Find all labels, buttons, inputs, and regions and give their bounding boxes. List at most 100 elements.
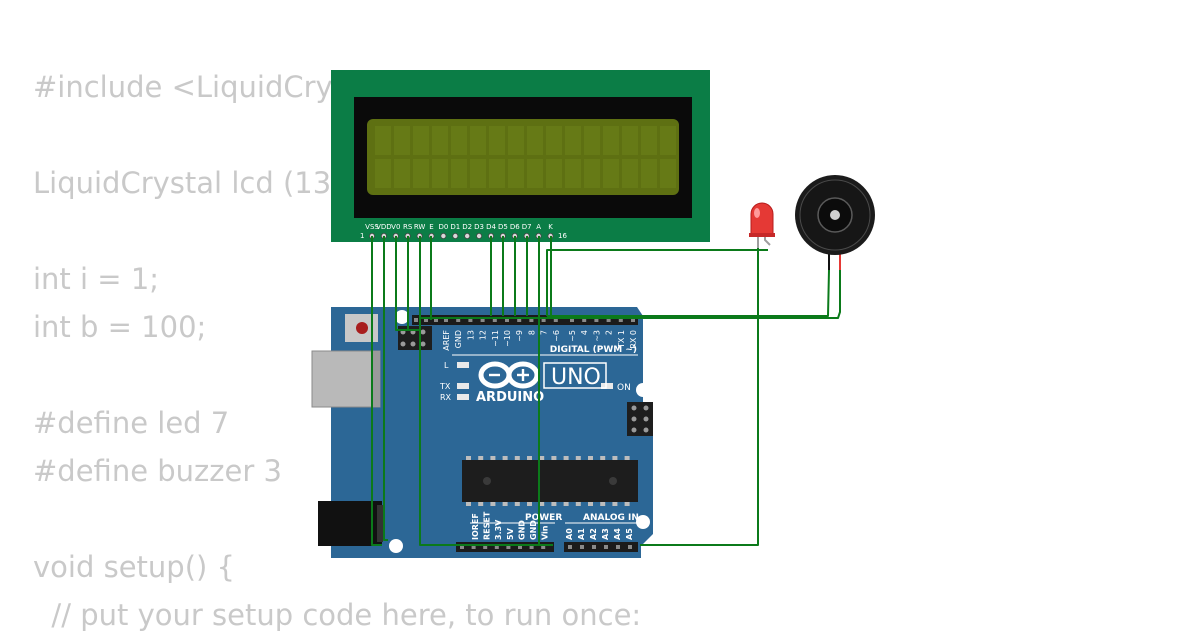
digital-pin-hole: [582, 318, 587, 322]
digital-pin-label: ~10: [503, 330, 512, 347]
lcd-cell: [565, 159, 581, 188]
digital-pin-hole: [606, 318, 611, 322]
digital-pin-hole: [444, 318, 448, 322]
lcd-cell: [394, 159, 410, 188]
digital-pin-hole: [594, 318, 599, 322]
wire: [383, 236, 388, 541]
lcd-cell: [413, 159, 429, 188]
lcd-pin-label: D2: [462, 223, 472, 231]
lcd-pin-label: E: [429, 223, 433, 231]
lcd-pin-first-label: 1: [360, 232, 364, 240]
lcd-cell: [432, 159, 448, 188]
analog-pin-label: A2: [589, 528, 598, 540]
mount-hole: [395, 310, 409, 324]
digital-pin-label: ~6: [552, 330, 561, 342]
code-line: #define buzzer 3: [33, 454, 282, 488]
lcd-cell: [584, 126, 600, 155]
digital-pin-label: ~3: [592, 330, 601, 342]
lcd-pin-label: D4: [486, 223, 496, 231]
lcd-pin-label: RW: [414, 223, 426, 231]
analog-pin-label: A3: [601, 528, 610, 540]
lcd-pin-label: VSS: [365, 223, 379, 231]
analog-pin-label: A4: [613, 528, 622, 540]
digital-pin-label: 2: [605, 330, 614, 335]
code-line: // put your setup code here, to run once…: [33, 598, 642, 632]
lcd-cell: [565, 126, 581, 155]
digital-pin-hole: [541, 318, 546, 322]
red-led[interactable]: [749, 202, 775, 248]
digital-pin-hole: [456, 318, 461, 322]
rx-led: [457, 394, 469, 400]
lcd-cell: [622, 159, 638, 188]
lcd-cell: [546, 159, 562, 188]
wire: [547, 269, 830, 317]
wire: [419, 236, 553, 546]
analog-header: [564, 542, 638, 552]
digital-pin-label: 7: [540, 330, 549, 335]
code-line: void setup() {: [33, 550, 235, 584]
lcd-pin-label: RS: [403, 223, 413, 231]
analog-pin-label: A5: [625, 528, 634, 540]
lcd-cell: [375, 159, 391, 188]
lcd-pin-label: D6: [510, 223, 520, 231]
digital-pin-label: 13: [466, 330, 475, 340]
usb-connector: [311, 350, 381, 408]
mount-hole: [389, 539, 403, 553]
lcd-cell: [451, 126, 467, 155]
lcd-pin-label: D5: [498, 223, 508, 231]
lcd-cell: [432, 126, 448, 155]
digital-pin-hole: [492, 318, 497, 322]
lcd-cell: [489, 159, 505, 188]
on-led: [601, 383, 613, 389]
power-pin-label: 3.3V: [494, 519, 503, 540]
rx-led-label: RX: [440, 393, 452, 402]
lcd-cell: [375, 126, 391, 155]
lcd-cell: [489, 126, 505, 155]
lcd-pin-label: K: [548, 223, 553, 231]
wire: [371, 236, 382, 546]
wire: [420, 270, 841, 319]
digital-pin-hole: [480, 318, 485, 322]
lcd-pin: [476, 232, 483, 239]
wire: [395, 236, 420, 331]
tx-led: [457, 383, 469, 389]
lcd-pin-label: VDD: [376, 223, 392, 231]
lcd-cell: [508, 126, 524, 155]
digital-header: [412, 315, 638, 325]
digital-pin-hole: [529, 318, 534, 322]
digital-pin-label: ~11: [491, 330, 500, 347]
power-pin-label: 5V: [506, 527, 515, 540]
lcd-cell: [546, 126, 562, 155]
lcd-cell: [603, 126, 619, 155]
code-line: #define led 7: [33, 406, 230, 440]
power-pin-label: GND: [529, 520, 538, 540]
atmega-chip: [462, 460, 638, 502]
digital-pin-label: 8: [527, 330, 536, 335]
power-pin-label: RESET: [483, 511, 492, 540]
lcd-cell: [451, 159, 467, 188]
piezo-buzzer[interactable]: [795, 175, 875, 270]
lcd-character-cells: [375, 126, 676, 188]
digital-pin-label: ~5: [568, 330, 577, 342]
tx-led-label: TX: [439, 382, 451, 391]
lcd-pin-label: D0: [438, 223, 448, 231]
digital-pin-hole: [570, 318, 574, 322]
power-pin-label: IOREF: [471, 513, 480, 540]
on-led-label: ON: [617, 383, 631, 393]
analog-pin-label: A0: [565, 528, 574, 540]
wire: [546, 249, 768, 316]
lcd-cell: [660, 126, 676, 155]
arduino-brand: ARDUINO: [476, 390, 544, 405]
lcd-cell: [641, 126, 657, 155]
lcd-pin-label: A: [536, 223, 541, 231]
arduino-logo-icon: [478, 361, 540, 389]
digital-pin-label: AREF: [442, 330, 451, 351]
icsp-header-right: [627, 402, 653, 436]
lcd-cell: [413, 126, 429, 155]
code-line: int i = 1;: [33, 262, 160, 296]
